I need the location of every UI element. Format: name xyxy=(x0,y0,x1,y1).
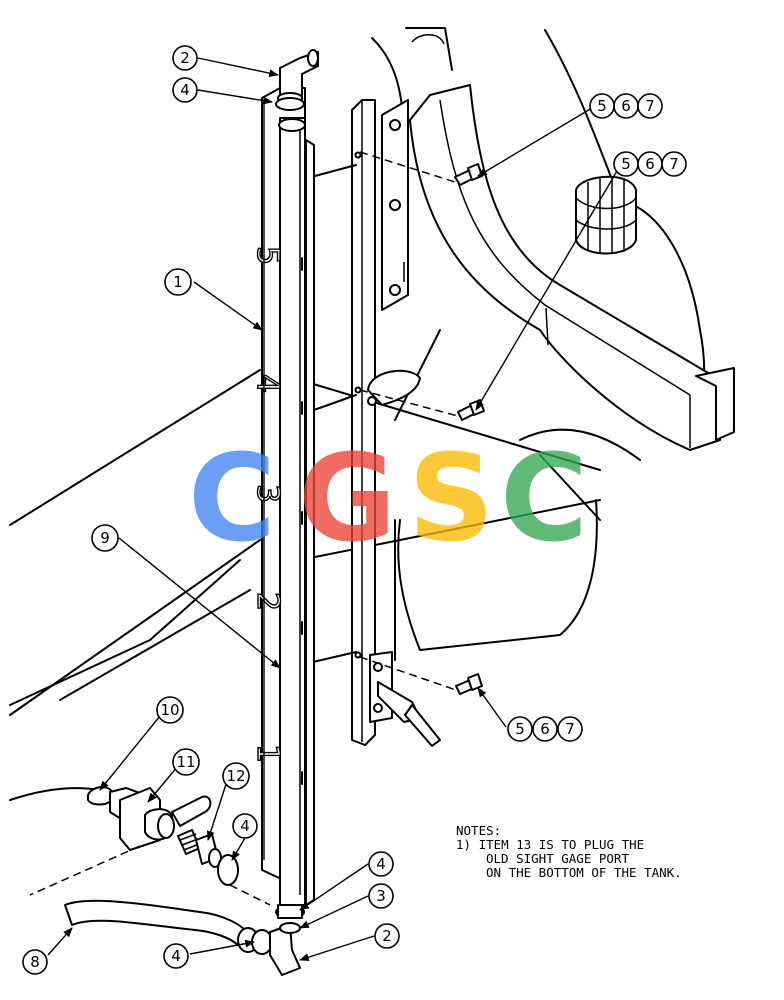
callout-9: 9 xyxy=(91,524,119,552)
drain-valve-handle xyxy=(369,651,441,747)
top-elbow-fitting xyxy=(275,49,319,111)
svg-text:4: 4 xyxy=(180,81,190,99)
drain-valve-assembly xyxy=(87,786,222,868)
svg-text:6: 6 xyxy=(645,155,655,173)
svg-text:2: 2 xyxy=(382,927,392,945)
svg-text:4: 4 xyxy=(240,817,250,835)
notes-line-3: ON THE BOTTOM OF THE TANK. xyxy=(486,865,682,880)
watermark-letter-2: G xyxy=(298,430,397,569)
callout-10: 10 xyxy=(156,696,184,724)
svg-text:7: 7 xyxy=(669,155,679,173)
scale-mark-2: 2 xyxy=(250,592,285,611)
svg-text:5: 5 xyxy=(515,720,525,738)
scale-mark-1: 1 xyxy=(250,744,285,763)
svg-text:3: 3 xyxy=(376,887,386,905)
notes-block: NOTES: 1) ITEM 13 IS TO PLUG THE OLD SIG… xyxy=(456,823,682,880)
bolt-lower xyxy=(455,673,483,695)
filler-cap xyxy=(575,175,637,255)
svg-text:7: 7 xyxy=(645,97,655,115)
callout-4-bottom-right: 4 xyxy=(368,851,394,877)
scale-mark-5: 5 xyxy=(250,246,285,265)
svg-text:4: 4 xyxy=(171,947,181,965)
svg-text:2: 2 xyxy=(180,49,190,67)
callout-4-top: 4 xyxy=(172,77,198,103)
svg-text:5: 5 xyxy=(597,97,607,115)
callout-3: 3 xyxy=(368,883,394,909)
callout-12: 12 xyxy=(222,762,250,790)
callout-1: 1 xyxy=(164,268,192,296)
callout-6-lower: 6 xyxy=(532,716,558,742)
svg-text:6: 6 xyxy=(540,720,550,738)
fill-neck-duct xyxy=(381,84,735,451)
watermark-letter-1: C xyxy=(188,430,276,569)
notes-line-2: OLD SIGHT GAGE PORT xyxy=(486,851,629,866)
callout-7-middle: 7 xyxy=(661,151,687,177)
callout-6-middle: 6 xyxy=(637,151,663,177)
svg-text:9: 9 xyxy=(100,529,110,547)
hose xyxy=(64,899,246,946)
bottom-fittings xyxy=(237,904,305,976)
callout-5-middle: 5 xyxy=(613,151,639,177)
callout-4-valve: 4 xyxy=(232,813,258,839)
callout-2-bottom: 2 xyxy=(374,923,400,949)
callout-7-lower: 7 xyxy=(557,716,583,742)
notes-heading: NOTES: xyxy=(456,823,501,838)
svg-text:11: 11 xyxy=(176,753,195,771)
watermark-letter-3: S xyxy=(408,430,494,569)
watermark-letter-4: C xyxy=(500,430,588,569)
svg-text:12: 12 xyxy=(226,767,245,785)
svg-text:10: 10 xyxy=(160,701,179,719)
svg-text:8: 8 xyxy=(30,953,40,971)
callout-2-top: 2 xyxy=(172,45,198,71)
leader-lines xyxy=(47,57,621,962)
svg-text:6: 6 xyxy=(621,97,631,115)
svg-text:5: 5 xyxy=(621,155,631,173)
svg-text:7: 7 xyxy=(565,720,575,738)
notes-line-1: 1) ITEM 13 IS TO PLUG THE xyxy=(456,837,644,852)
callout-5-lower: 5 xyxy=(507,716,533,742)
scale-mark-3: 3 xyxy=(250,484,285,503)
svg-text:1: 1 xyxy=(173,273,183,291)
watermark-logo: C G S C xyxy=(188,430,588,569)
svg-text:4: 4 xyxy=(376,855,386,873)
hose-clamp-valve xyxy=(217,854,239,886)
callout-6-upper: 6 xyxy=(613,93,639,119)
callout-7-upper: 7 xyxy=(637,93,663,119)
callout-4-bottom-left: 4 xyxy=(163,943,189,969)
callout-11: 11 xyxy=(172,748,200,776)
sight-gage-tube: 5 4 3 2 1 xyxy=(249,87,315,906)
callout-8: 8 xyxy=(22,949,48,975)
callout-5-upper: 5 xyxy=(589,93,615,119)
scale-mark-4: 4 xyxy=(250,374,285,393)
